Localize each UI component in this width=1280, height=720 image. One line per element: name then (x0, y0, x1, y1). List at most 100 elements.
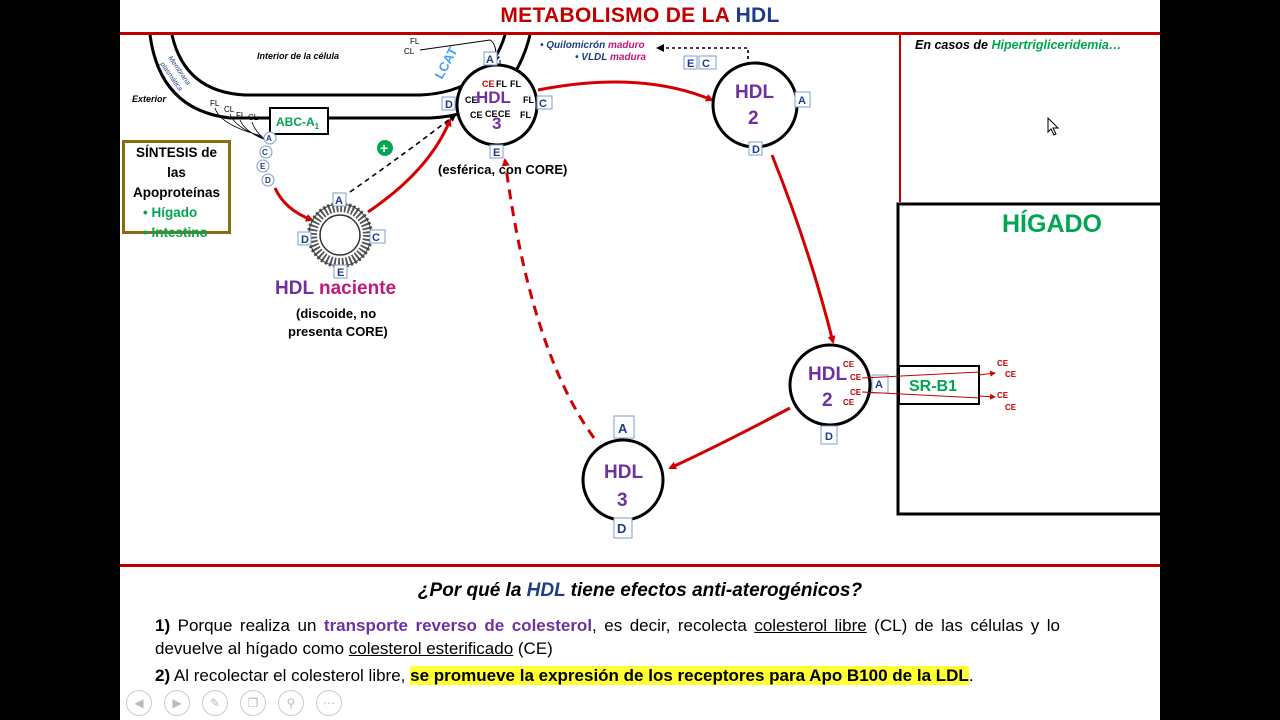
ce-label: CE (1005, 370, 1017, 379)
zoom-icon[interactable]: ⚲ (278, 690, 304, 716)
cl-label: CL (224, 105, 235, 114)
point-2-num: 2) (155, 666, 171, 685)
hdl3-top-apos: A D C E (441, 51, 553, 159)
liver-box (896, 202, 1160, 516)
arrow-hdl3-recycle (501, 158, 596, 439)
hdl3-top-name: HDL (476, 88, 511, 107)
apo-e-label: E (337, 267, 344, 279)
apo-d-box (748, 141, 763, 156)
ce-label: CE (470, 110, 483, 120)
cell-exterior-label: Exterior (132, 94, 167, 104)
hdl2-top-number: 2 (748, 108, 759, 129)
point-2-text-1: Al recolectar el colesterol libre, (170, 666, 411, 685)
question-post: tiene efectos anti-aterogénicos? (565, 580, 863, 601)
pen-icon[interactable]: ✎ (202, 690, 228, 716)
lcat-label: LCAT (431, 45, 460, 82)
apo-d-label: D (617, 521, 626, 536)
fl-label: FL (496, 79, 507, 89)
hdl-nascent-desc-2: presenta CORE) (288, 324, 388, 339)
fl-label: FL (236, 111, 246, 120)
mature-vldl-em: madura (610, 52, 647, 63)
apo-a-label: A (798, 95, 806, 107)
hdl2-top-label: HDL (735, 82, 775, 103)
ce-label: CE (850, 373, 862, 382)
apo-e-label: E (260, 162, 266, 171)
ce-label: CE (997, 359, 1009, 368)
next-slide-icon[interactable]: ▶ (164, 690, 190, 716)
cl-label: CL (404, 47, 415, 56)
hdl3-bottom-label: HDL (604, 462, 644, 483)
apo-ai-label: A (486, 54, 494, 66)
hdl3-top-desc: (esférica, con CORE) (438, 162, 568, 177)
apo-cii-label: C (372, 232, 380, 244)
apo-d-box (820, 425, 838, 445)
hdl3-top-lipids: CE FL FL CE FL CE CE CE FL (465, 79, 534, 120)
apo-e-box (683, 55, 698, 70)
hdl2-top-apos: A D E C (683, 55, 811, 156)
slide: METABOLISMO DE LA HDL ABC-A1 Interior de… (120, 0, 1160, 720)
apo-chain: A C E D (256, 131, 277, 187)
hdl3-bottom-apos: A D (613, 415, 635, 539)
hdl3-top-number: 3 (492, 114, 502, 133)
plus-icon (377, 140, 393, 156)
point-1-text-1: Porque realiza un (170, 616, 324, 635)
apo-cii-box (698, 55, 717, 70)
cases-highlight: Hipertrigliceridemia… (991, 38, 1122, 52)
hdl3-bottom-number: 3 (617, 490, 628, 511)
apo-d-label: D (301, 234, 309, 246)
apo-e-box (489, 144, 504, 159)
cell-membrane-inner (170, 34, 507, 97)
fl-label: FL (510, 79, 521, 89)
apo-d-label: D (825, 431, 833, 443)
cell-interior-label: Interior de la célula (257, 51, 339, 61)
point-2-text-2: . (968, 666, 974, 685)
hdl2-bottom-label: HDL (808, 364, 848, 385)
ce-arrow-lower (861, 391, 981, 399)
synthesis-box: SÍNTESIS de las Apoproteínas • Hígado • … (122, 140, 231, 240)
point-1-text-2: , es decir, recolecta (592, 616, 755, 635)
apo-d-label: D (445, 99, 453, 111)
slide-title: METABOLISMO DE LA HDL (120, 4, 1160, 28)
apo-ai-label: A (618, 421, 628, 436)
mature-vldl-label: • VLDL (575, 52, 610, 63)
arrow-lcat-dashed (349, 113, 457, 193)
ce-label: CE (485, 109, 498, 119)
cases-heading: En casos de Hipertrigliceridemia… (915, 38, 1121, 52)
apo-d-label: D (752, 144, 760, 156)
point-1-text-4: (CE) (513, 639, 553, 658)
arrow-hdl2-to-hdl3 (668, 406, 791, 470)
abc-a1-box (269, 107, 329, 135)
abc-a1-label: ABC-A1 (276, 115, 320, 131)
membrane-lipids: FL CL FL CL FL CL (210, 37, 420, 122)
fl-label: FL (410, 37, 420, 46)
apo-d-bubble (261, 173, 275, 187)
point-1-underline-1: colesterol libre (754, 616, 867, 635)
apo-cii-box (369, 229, 386, 244)
cursor-icon (1047, 117, 1060, 136)
hdl3-top-label: HDL (476, 88, 511, 108)
point-1-num: 1) (155, 616, 171, 635)
arrow-hdl3-to-hdl2 (537, 80, 714, 102)
apo-d-box (613, 517, 633, 539)
more-icon[interactable]: ⋯ (316, 690, 342, 716)
question-pre: ¿Por qué la (417, 580, 527, 601)
hdl2-bottom-number: 2 (822, 390, 833, 411)
cases-prefix: En casos de (915, 38, 992, 52)
hdl-nascent-core (319, 214, 361, 256)
apo-ai-label: A (266, 134, 272, 143)
apo-ai-box (483, 51, 498, 66)
point-1: 1) Porque realiza un transporte reverso … (155, 614, 1060, 660)
ce-label: CE (843, 360, 855, 369)
copy-icon[interactable]: ❐ (240, 690, 266, 716)
apo-ai-box (613, 415, 635, 439)
prev-slide-icon[interactable]: ◀ (126, 690, 152, 716)
apo-e-box (333, 264, 348, 279)
mature-chylo-label: • Quilomicrón (540, 40, 608, 51)
liver-label: HÍGADO (1002, 210, 1102, 238)
apo-cii-bubble (259, 145, 273, 159)
apo-cii-box (536, 95, 553, 110)
point-2-highlight: se promueve la expresión de los receptor… (410, 666, 969, 685)
ce-arrow-out-lower (978, 393, 996, 400)
hdl-nascent-hdl: HDL (275, 278, 314, 299)
apo-ai-box (332, 192, 347, 207)
